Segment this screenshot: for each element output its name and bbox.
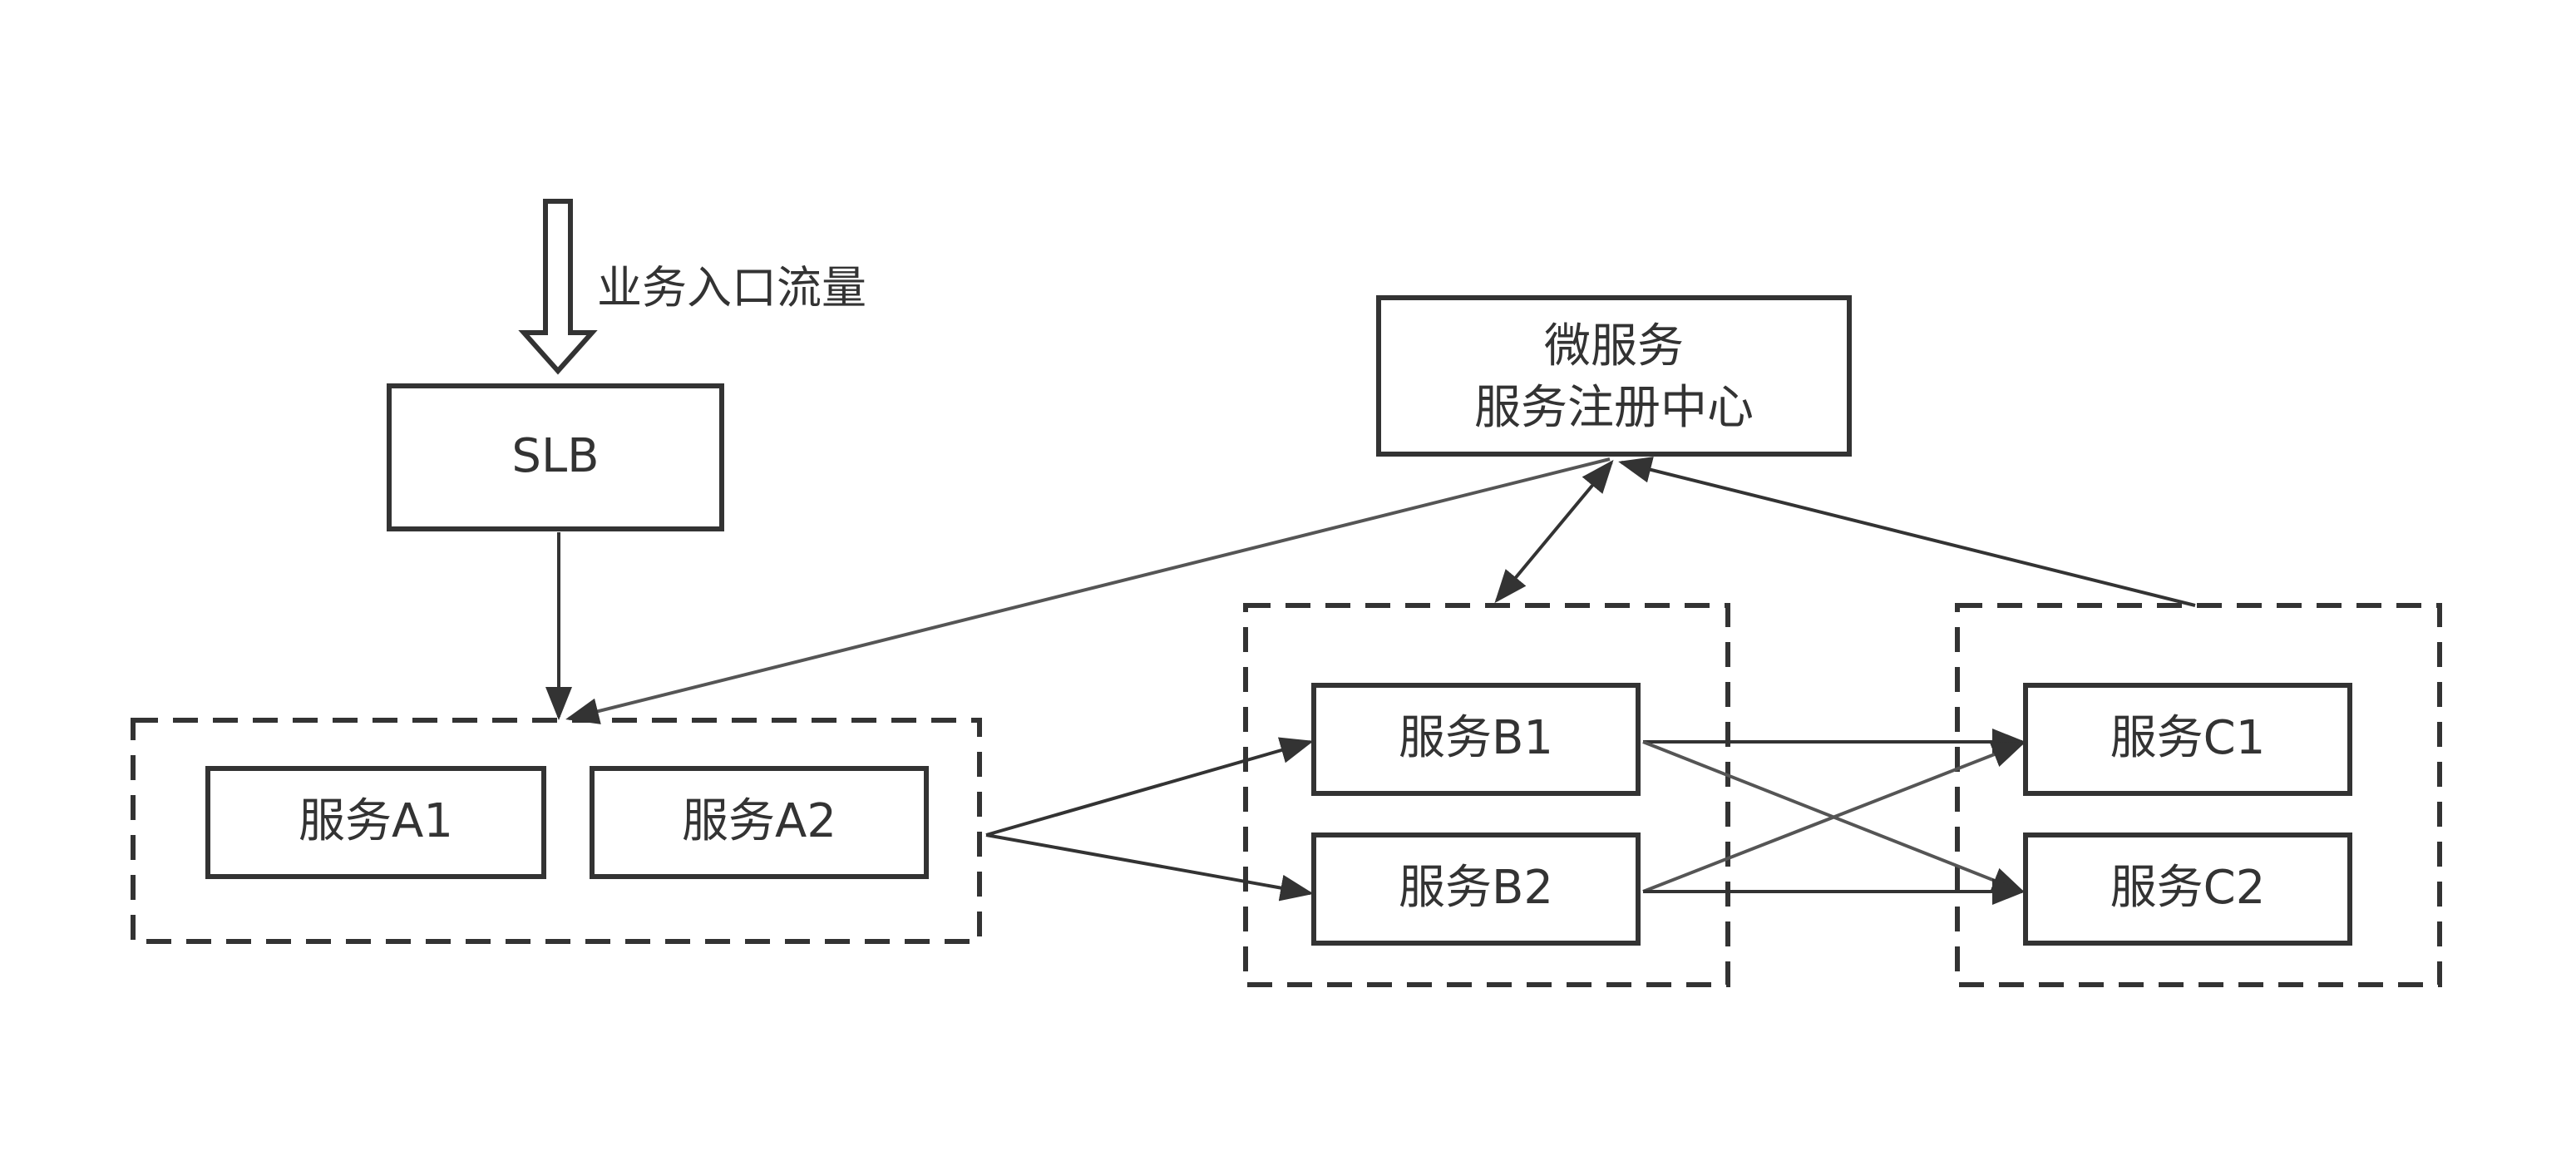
slb-label: SLB [511, 429, 599, 483]
entry-traffic-arrow [518, 199, 598, 375]
service-c2-box [2023, 833, 2352, 946]
service-a2-label: 服务A2 [682, 794, 836, 848]
group-a-to-b2-arrow [985, 833, 1314, 902]
service-b2-box [1311, 833, 1641, 946]
service-group-c: 服务C1 服务C2 [1955, 603, 2442, 987]
slb-node: SLB [387, 383, 724, 531]
service-a1-box [205, 766, 546, 879]
group-c-to-registry-arrow [1618, 457, 2196, 607]
service-c1-label: 服务C1 [2110, 711, 2266, 765]
registry-group-b-bidirectional-arrow [1494, 459, 1614, 604]
registry-label-line2: 服务注册中心 [1474, 381, 1754, 435]
entry-traffic-label: 业务入口流量 [597, 262, 866, 314]
service-c1-box [2023, 683, 2352, 796]
service-a2-box [590, 766, 929, 879]
b2-to-c1-arrow [1642, 742, 2026, 893]
service-a1-label: 服务A1 [299, 794, 453, 848]
service-group-b: 服务B1 服务B2 [1243, 603, 1730, 987]
registry-node: 微服务 服务注册中心 [1376, 295, 1852, 457]
group-a-to-b1-arrow [985, 737, 1314, 837]
registry-label-line1: 微服务 [1544, 319, 1684, 373]
service-b2-label: 服务B2 [1399, 861, 1553, 915]
service-b1-box [1311, 683, 1641, 796]
registry-to-group-a-arrow [565, 457, 1611, 724]
service-c2-label: 服务C2 [2110, 861, 2266, 915]
service-b1-label: 服务B1 [1399, 711, 1553, 765]
service-group-a: 服务A1 服务A2 [131, 718, 982, 944]
